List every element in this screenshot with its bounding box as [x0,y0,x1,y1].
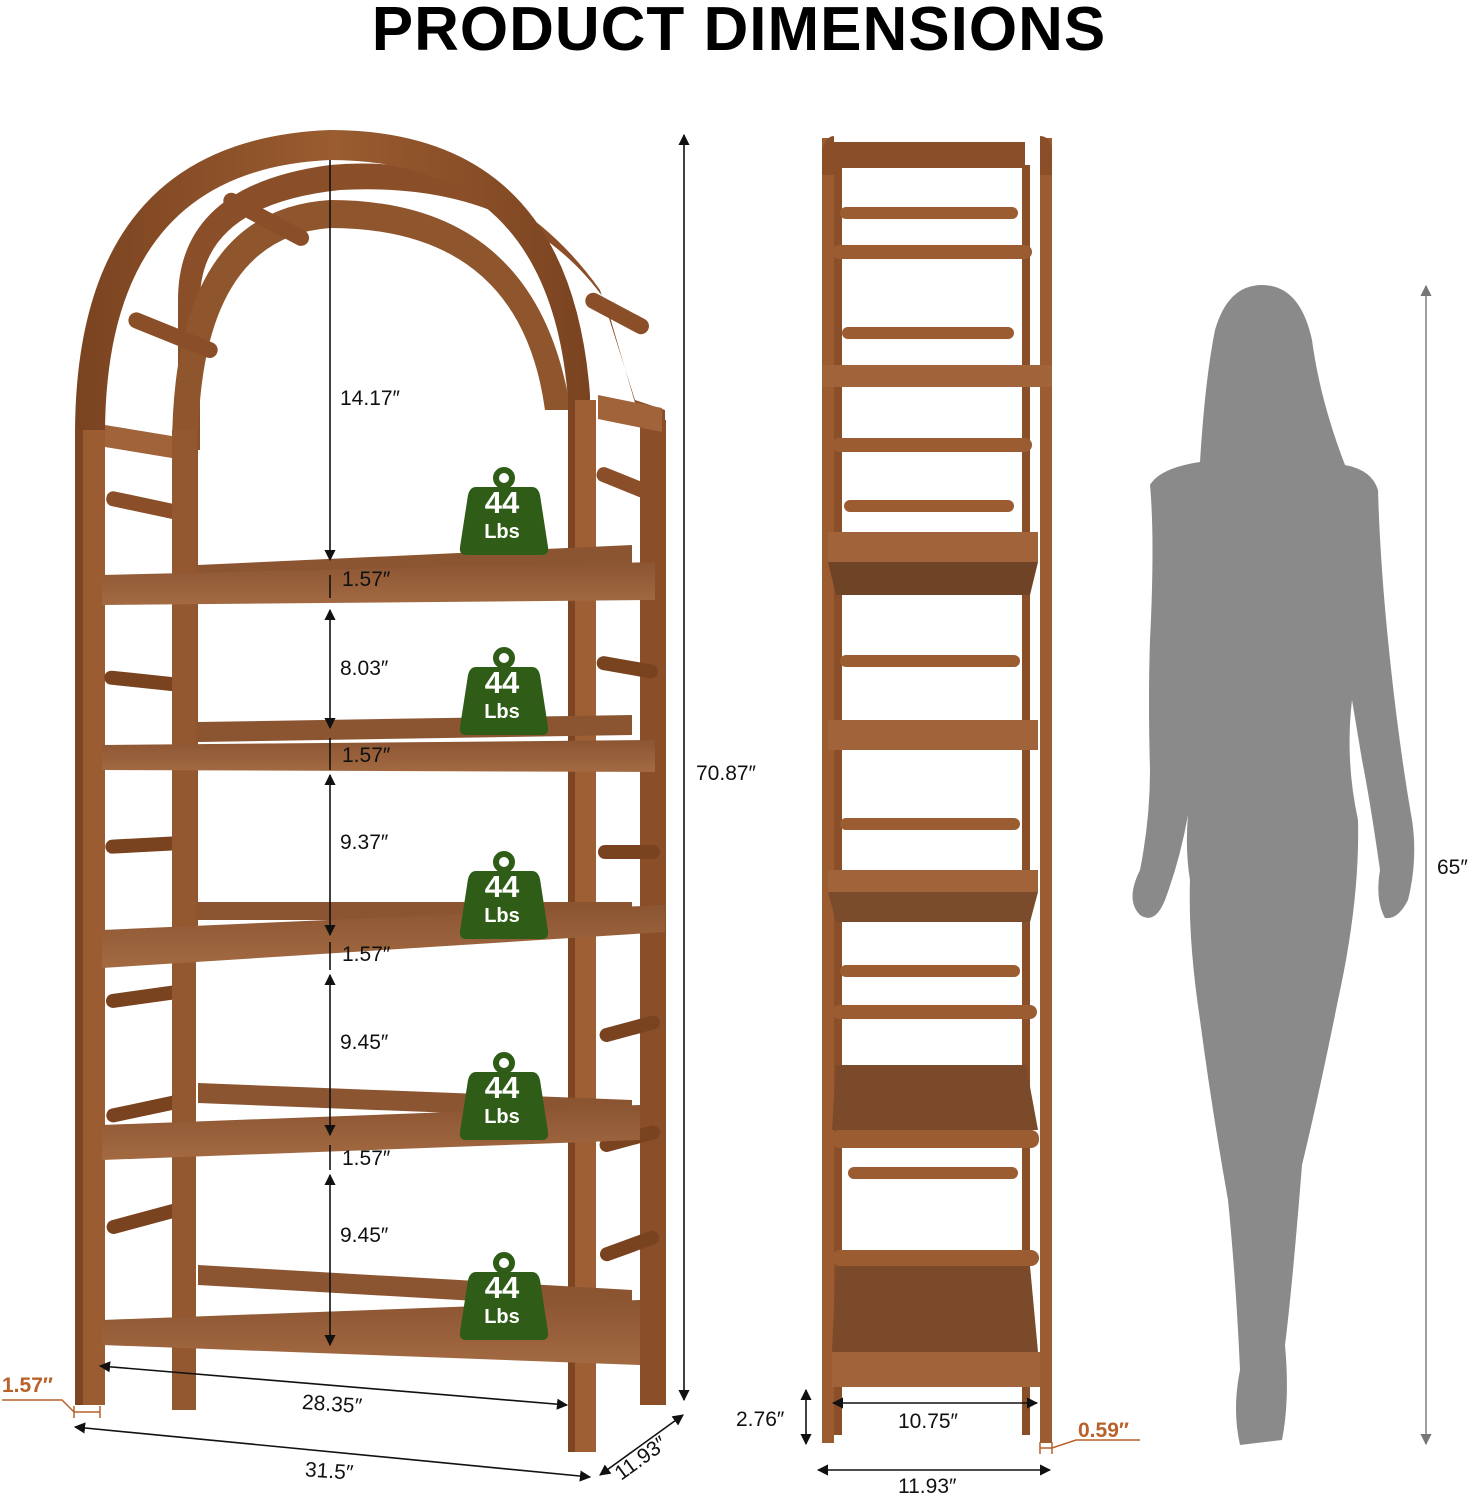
side-rungs [822,142,1052,1387]
weight-icon [459,1252,549,1340]
weight-icon [459,467,549,555]
side-inner-depth-label: 10.75″ [898,1410,958,1433]
shelf-thickness-label-3: 1.57″ [342,943,391,966]
shelf-thickness-label-2: 1.57″ [342,744,391,767]
front-view-shelf [75,130,666,1452]
weight-icon [459,851,549,939]
inner-width-label: 28.35″ [301,1390,363,1419]
side-leg-height-label: 2.76″ [736,1408,785,1431]
weight-capacity-badge: 44 Lbs [458,851,550,941]
side-outer-depth-label: 11.93″ [898,1475,957,1498]
woman-silhouette-icon [1132,285,1415,1445]
side-dimension-lines [800,1388,1052,1476]
arch-rungs [106,192,654,522]
outer-width-label: 31.5″ [304,1458,355,1485]
side-rungs-right [596,656,660,1262]
side-leg-callout [1039,1439,1140,1454]
weight-icon [459,647,549,735]
weight-icon [459,1052,549,1140]
page-title: PRODUCT DIMENSIONS [371,0,1107,64]
side-rungs-left [104,670,194,1234]
weight-capacity-badge: 44 Lbs [458,467,550,557]
shelf-gap-label-2: 9.37″ [340,831,389,854]
front-dimension-lines [73,133,690,1482]
person-height-label: 65″ [1437,856,1468,879]
weight-capacity-badge: 44 Lbs [458,1052,550,1142]
side-leg-thickness-label: 0.59″ [1078,1419,1129,1442]
side-view-shelf [822,136,1052,1443]
total-height-label: 70.87″ [696,762,756,785]
shelf-thickness-label-1: 1.57″ [342,568,391,591]
shelf-gap-label-3: 9.45″ [340,1031,389,1054]
weight-capacity-badge: 44 Lbs [458,1252,550,1342]
shelf-thickness-label-4: 1.57″ [342,1147,391,1170]
leg-thickness-callout [2,1399,101,1418]
leg-thickness-label: 1.57″ [2,1374,53,1397]
arch-height-label: 14.17″ [340,387,400,410]
shelf-gap-label-4: 9.45″ [340,1224,389,1247]
shelf-gap-label-1: 8.03″ [340,657,389,680]
weight-capacity-badge: 44 Lbs [458,647,550,737]
